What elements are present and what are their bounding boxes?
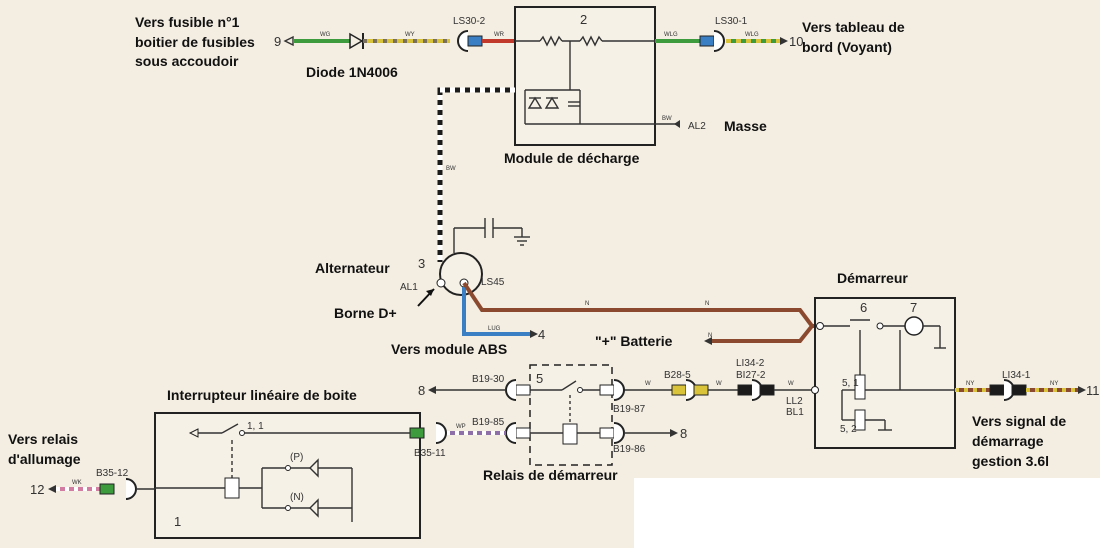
wire-wr: WR: [494, 32, 505, 38]
switch-position-n: (N): [290, 492, 304, 503]
terminal-11-number: 11: [1086, 383, 1100, 398]
connector-ls30-2: [457, 30, 483, 52]
terminal-12-number: 12: [30, 482, 44, 497]
relay-number: 5: [536, 371, 543, 386]
wire-n-1: N: [585, 301, 589, 307]
connector-b28-5: [671, 379, 709, 401]
starter-6-number: 6: [860, 300, 867, 315]
wire-lug: LUG: [488, 326, 501, 332]
wire-ny-1: NY: [966, 381, 974, 387]
connector-b35-12-label: B35-12: [96, 468, 129, 479]
ignition-link: Vers relais d'allumage 12 WK B35-12: [8, 431, 155, 500]
dashboard-destination-line-2: bord (Voyant): [802, 39, 892, 55]
alternator-label: Alternateur: [315, 260, 390, 276]
wire-bw-2: BW: [446, 166, 456, 172]
alternator-number: 3: [418, 256, 425, 271]
starter-pin-52: 5, 2: [840, 424, 857, 435]
ignition-destination-line-2: d'allumage: [8, 451, 81, 467]
gearbox-switch-number: 1: [174, 514, 181, 529]
top-harness: 9 WG WY LS30-2 WR Vers fusible n°1 boiti…: [135, 14, 515, 80]
bw-wire: BW: [437, 87, 515, 262]
terminal-9-number: 9: [274, 34, 281, 49]
starter-7-number: 7: [910, 300, 917, 315]
borne-label: Borne D+: [334, 305, 397, 321]
relay-b19-85-label: B19-85: [472, 417, 505, 428]
connector-li34-2: [737, 379, 775, 401]
fuse-destination-line-3: sous accoudoir: [135, 53, 239, 69]
starter-pin-51: 5, 1: [842, 378, 859, 389]
dashboard-destination-line-1: Vers tableau de: [802, 19, 905, 35]
connector-ls30-2-label: LS30-2: [453, 16, 486, 27]
discharge-module: 2 Module de décharge: [504, 6, 656, 166]
relay-b19-87-label: B19-87: [613, 404, 646, 415]
wire-ny-2: NY: [1050, 381, 1058, 387]
wire-w-2: W: [716, 381, 722, 387]
alternator-al1-label: AL1: [400, 282, 418, 293]
wire-w-1: W: [645, 381, 651, 387]
relay-b19-86-label: B19-86: [613, 444, 646, 455]
fuse-destination-line-1: Vers fusible n°1: [135, 14, 240, 30]
connector-ll2-label: LL2: [786, 396, 803, 407]
switch-pin-11: 1, 1: [247, 421, 264, 432]
fuse-destination-line-2: boitier de fusibles: [135, 34, 255, 50]
connector-li34-2-label: LI34-2: [736, 358, 765, 369]
wire-bw: BW: [662, 116, 672, 122]
connector-b35-12: [99, 478, 137, 500]
starter-label: Démarreur: [837, 270, 908, 286]
starter: Démarreur 6 7 5, 1 5, 2: [814, 270, 956, 449]
gearbox-switch: Interrupteur linéaire de boite 1 B35-11 …: [154, 387, 447, 539]
connector-ls30-1-label: LS30-1: [715, 16, 748, 27]
module-label: Module de décharge: [504, 150, 640, 166]
connector-li34-1: [989, 379, 1027, 401]
terminal-4-number: 4: [538, 327, 545, 342]
relay-b19-30-label: B19-30: [472, 374, 505, 385]
start-signal-line-1: Vers signal de: [972, 413, 1066, 429]
relay-to-starter: W B28-5 W LI34-2 BI27-2 W LL2 BL1: [622, 358, 819, 418]
terminal-8-left: 8: [418, 383, 425, 398]
dashboard-link: WLG LS30-1 WLG 10 Vers tableau de bord (…: [655, 16, 905, 134]
alternator: 3 AL1 LS45 Alternateur Borne D+: [315, 218, 530, 321]
wire-n-2: N: [705, 301, 709, 307]
connector-li34-1-label: LI34-1: [1002, 370, 1031, 381]
connector-ls30-1: [699, 30, 725, 52]
ignition-destination-line-1: Vers relais: [8, 431, 78, 447]
start-signal-link: NY LI34-1 NY 11 Vers signal de démarrage…: [955, 370, 1100, 469]
terminal-8-right: 8: [680, 426, 687, 441]
wire-wp: WP: [456, 424, 466, 430]
wire-wlg-2: WLG: [745, 32, 759, 38]
wire-n-3: N: [708, 333, 712, 339]
relay-label: Relais de démarreur: [483, 467, 618, 483]
diode-label: Diode 1N4006: [306, 64, 398, 80]
module-number: 2: [580, 12, 587, 27]
masse-label: Masse: [724, 118, 767, 134]
connector-bl1-label: BL1: [786, 407, 804, 418]
wire-w-3: W: [788, 381, 794, 387]
wire-wlg: WLG: [664, 32, 678, 38]
wire-wg: WG: [320, 32, 331, 38]
switch-position-p: (P): [290, 452, 303, 463]
connector-b35-11-label: B35-11: [414, 448, 446, 459]
terminal-10-number: 10: [789, 34, 803, 49]
ground-al2-label: AL2: [688, 121, 706, 132]
connector-bi27-2-label: BI27-2: [736, 370, 766, 381]
starter-relay: 5 B19-30 B19-85 B19-87 B19-86 Relais de …: [418, 364, 687, 483]
wire-wy: WY: [405, 32, 415, 38]
connector-b28-5-label: B28-5: [664, 370, 691, 381]
gearbox-switch-label: Interrupteur linéaire de boite: [167, 387, 357, 403]
start-signal-line-3: gestion 3.6l: [972, 453, 1049, 469]
battery-label: "+" Batterie: [595, 333, 673, 349]
abs-link: LUG 4 Vers module ABS: [391, 287, 545, 357]
abs-label: Vers module ABS: [391, 341, 507, 357]
wire-wk: WK: [72, 480, 82, 486]
alternator-ls45-label: LS45: [481, 277, 505, 288]
start-signal-line-2: démarrage: [972, 433, 1044, 449]
